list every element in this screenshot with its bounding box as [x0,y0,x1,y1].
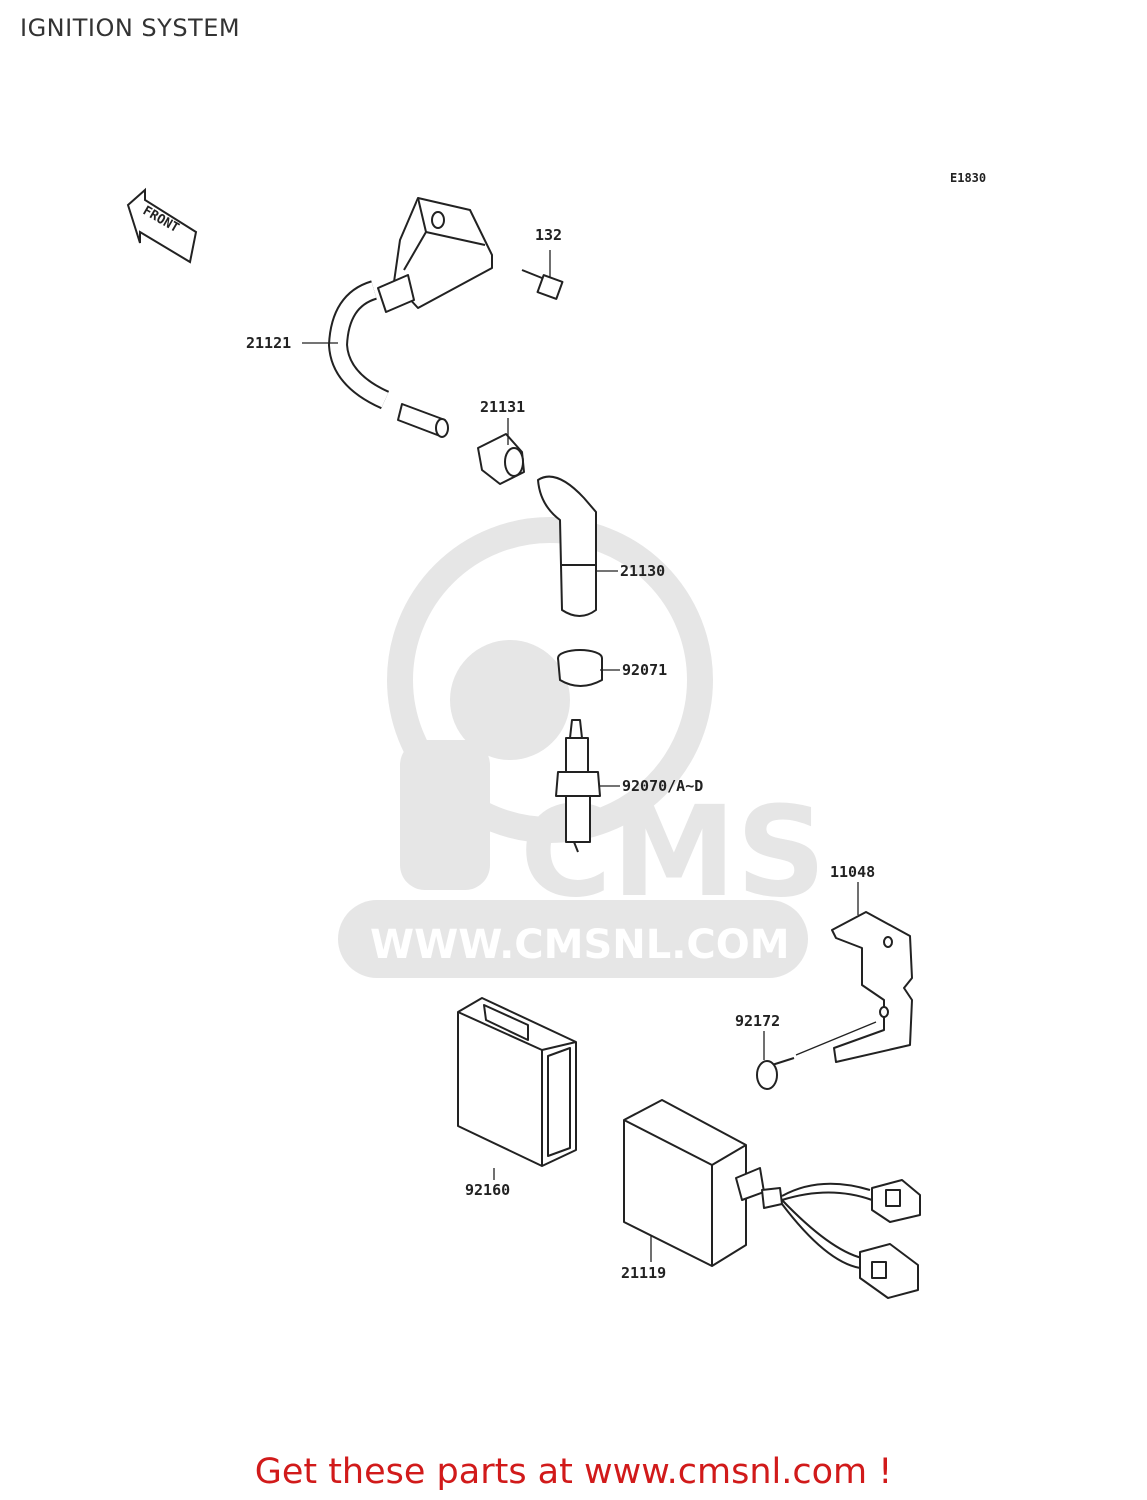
part-label-92071: 92071 [622,661,667,679]
footer-link-text[interactable]: Get these parts at www.cmsnl.com ! [254,1452,893,1492]
screw-92172 [756,1057,795,1090]
front-arrow: FRONT [126,187,198,264]
part-labels: 132 21121 21131 21130 92071 92070/A~D 11… [246,226,875,1282]
part-label-11048: 11048 [830,863,875,881]
ignition-coil [328,197,493,438]
seal-92071 [557,649,603,687]
cdi-unit-21119 [623,1099,921,1299]
leader-lines [302,250,877,1262]
part-label-92172: 92172 [735,1012,780,1030]
diagram-code: E1830 [950,171,987,185]
part-label-92070: 92070/A~D [622,777,703,795]
part-label-21131: 21131 [480,398,525,416]
part-label-21121: 21121 [246,334,291,352]
case-92160 [457,997,577,1167]
part-label-21119: 21119 [621,1264,666,1282]
part-label-92160: 92160 [465,1181,510,1199]
part-label-21130: 21130 [620,562,665,580]
page-title: IGNITION SYSTEM [20,14,241,42]
bracket-11048 [831,911,913,1063]
bolt-132 [521,269,564,300]
watermark-url: WWW.CMSNL.COM [370,922,790,968]
part-label-132: 132 [535,226,562,244]
cap-21131 [477,433,525,485]
plug-cap-21130 [537,475,597,617]
spark-plug-92070 [555,719,601,853]
